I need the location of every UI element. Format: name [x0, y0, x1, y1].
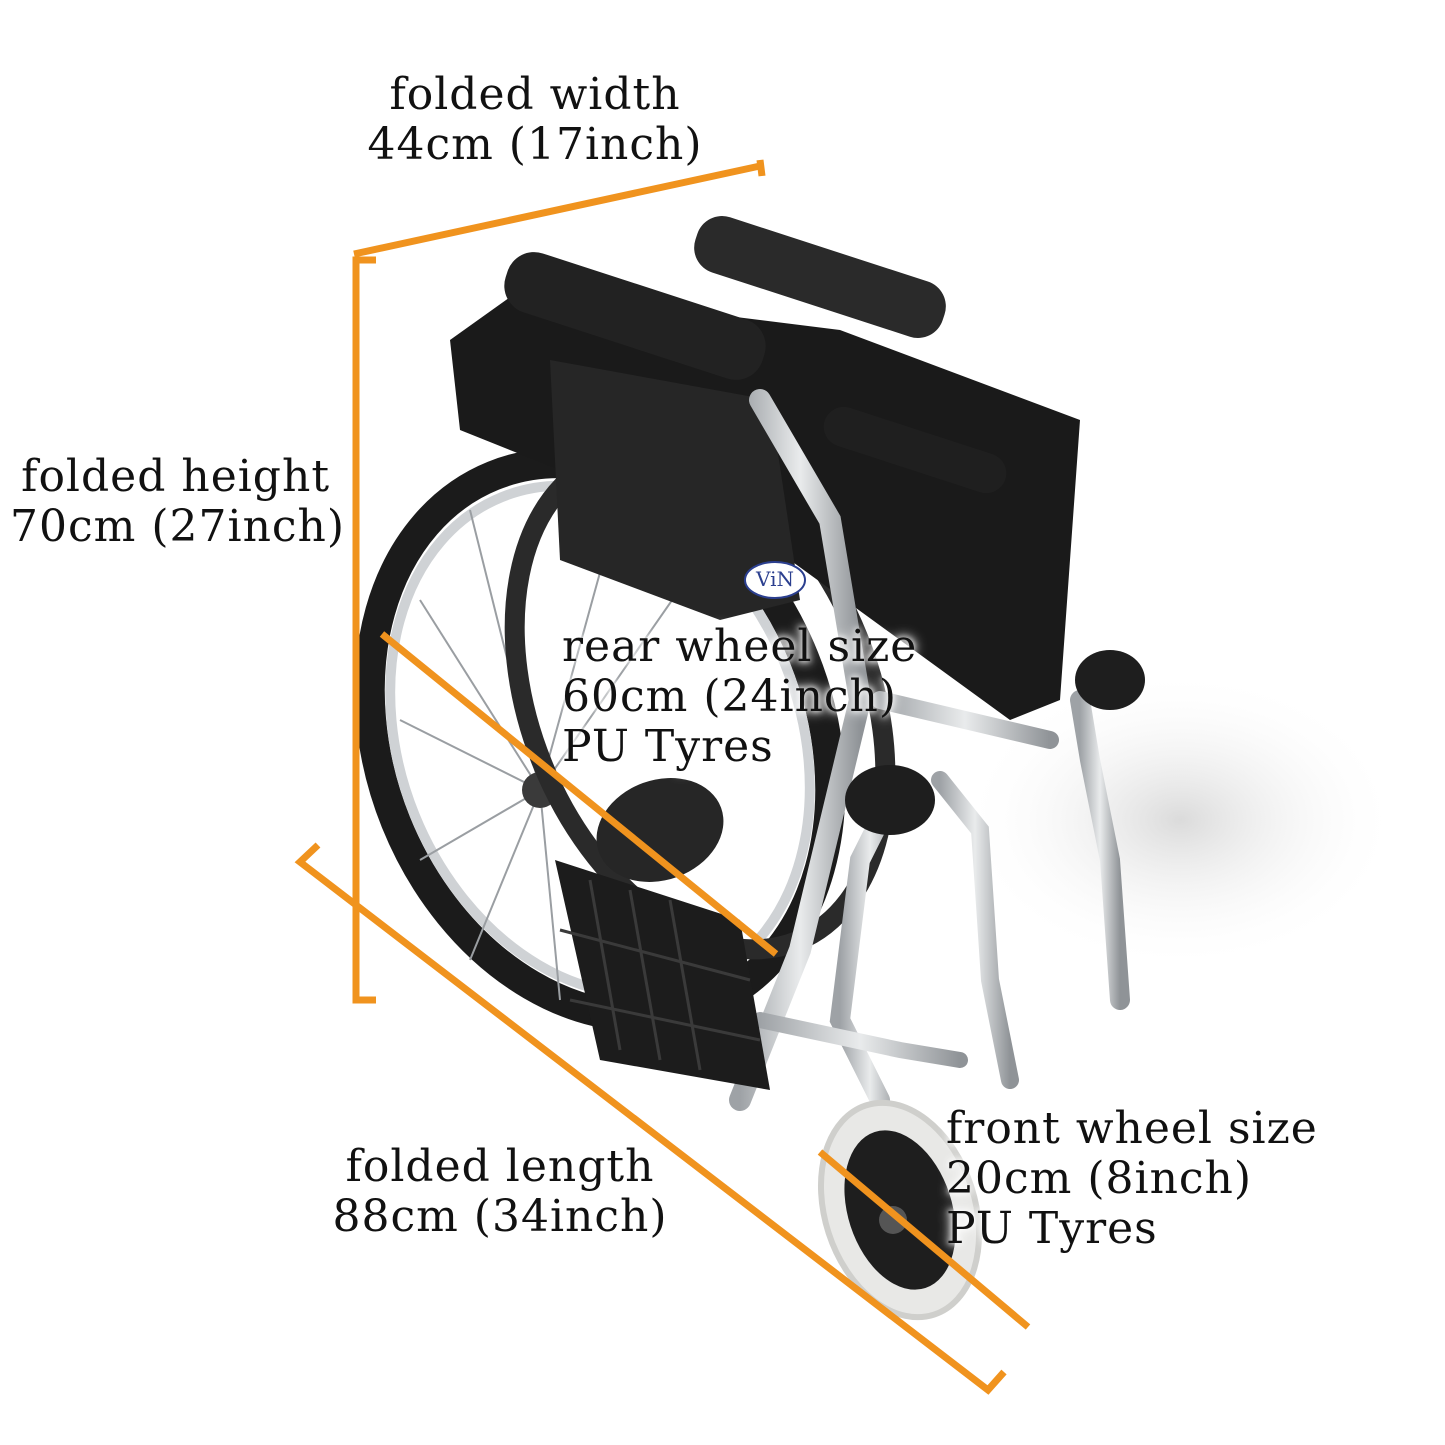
measure-length-line [294, 842, 1007, 1395]
label-folded-length: folded length 88cm (34inch) [330, 1142, 670, 1242]
push-handle [823, 406, 1007, 494]
armrest-left [504, 252, 766, 380]
footplate [555, 860, 770, 1090]
calf-pad [596, 778, 724, 882]
label-folded-height-value: 70cm (27inch) [10, 501, 346, 552]
seat-panel [550, 360, 800, 620]
armrest-right [694, 216, 946, 338]
footplate-grid [559, 879, 761, 1071]
brake-knob-right [1075, 650, 1145, 710]
measure-front-wheel-line [817, 1149, 1031, 1330]
label-rear-wheel-title: rear wheel size [562, 621, 918, 672]
label-rear-wheel-value: 60cm (24inch) [562, 671, 898, 722]
label-front-wheel-tyres: PU Tyres [946, 1203, 1158, 1254]
label-front-wheel-title: front wheel size [946, 1103, 1318, 1154]
measure-lines [294, 159, 1031, 1395]
label-folded-height: folded height 70cm (27inch) [10, 451, 346, 552]
brand-logo-oval [744, 561, 806, 599]
label-folded-length-value: 88cm (34inch) [332, 1191, 668, 1242]
floor-shadow [960, 670, 1400, 970]
label-folded-width-value: 44cm (17inch) [367, 119, 703, 170]
label-front-wheel: front wheel size 20cm (8inch) PU Tyres [946, 1104, 1318, 1254]
label-folded-width: folded width 44cm (17inch) [360, 70, 710, 170]
measure-width-line [353, 162, 761, 258]
brake-knob-left [845, 765, 935, 835]
label-rear-wheel-tyres: PU Tyres [562, 721, 774, 772]
front-caster-wheel [817, 1099, 983, 1321]
label-folded-height-title: folded height [21, 451, 330, 502]
brand-logo-text: ViN [756, 567, 794, 591]
measure-rear-wheel-line [379, 631, 779, 957]
label-front-wheel-value: 20cm (8inch) [946, 1153, 1253, 1204]
label-rear-wheel: rear wheel size 60cm (24inch) PU Tyres [562, 622, 917, 772]
label-folded-length-title: folded length [345, 1141, 655, 1192]
label-folded-width-title: folded width [389, 69, 681, 120]
measure-height-bracket [352, 256, 376, 1004]
frame-tubes [729, 389, 1130, 1111]
